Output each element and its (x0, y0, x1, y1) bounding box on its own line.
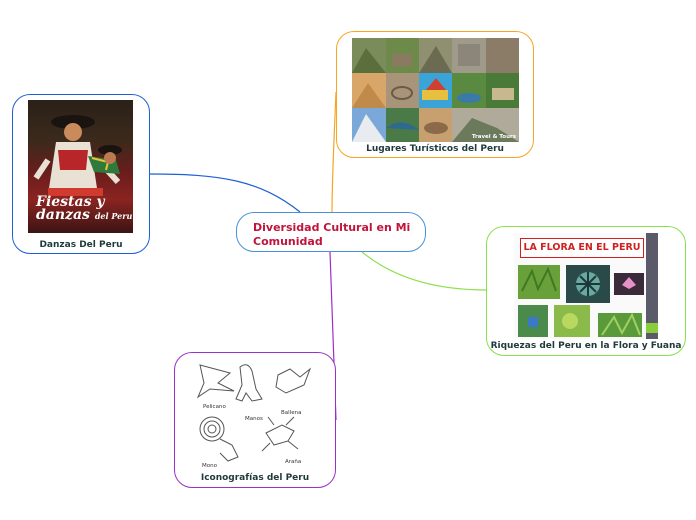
topic-iconografias-caption: Iconografías del Peru (200, 473, 310, 483)
topic-danzas-caption: Danzas Del Peru (39, 240, 123, 250)
central-topic[interactable]: Diversidad Cultural en Mi Comunidad (236, 212, 426, 252)
flora-collage-image: LA FLORA EN EL PERU (514, 233, 658, 339)
dancer-figures (33, 115, 122, 196)
collage-watermark: Travel & Tours (471, 134, 516, 140)
topic-lugares-caption: Lugares Turísticos del Peru (366, 144, 504, 154)
poster-title: Fiestas y danzas del Peru (36, 194, 133, 223)
danzas-poster-image: Fiestas y danzas del Peru (28, 100, 133, 233)
branch-flora (361, 251, 487, 291)
topic-lugares[interactable]: Travel & Tours Lugares Turísticos del Pe… (336, 31, 534, 158)
central-topic-label: Diversidad Cultural en Mi Comunidad (253, 221, 411, 248)
lugares-collage-image: Travel & Tours (352, 38, 519, 142)
topic-flora[interactable]: LA FLORA EN EL PERU Riquezas del Peru en… (486, 226, 686, 356)
icon-label-manos: Manos (245, 416, 263, 422)
nazca-line-drawings (196, 364, 312, 462)
tourist-places-collage (352, 38, 519, 142)
branch-danzas (149, 173, 301, 213)
icon-label-arana: Araña (285, 459, 302, 465)
icon-label-pelicano: Pelicano (203, 404, 226, 410)
topic-danzas[interactable]: Fiestas y danzas del Peru Danzas Del Per… (12, 94, 150, 254)
topic-iconografias[interactable]: Pelicano Manos Ballena Mono Araña Iconog… (174, 352, 336, 488)
flora-photos (518, 265, 644, 337)
branch-lugares (331, 91, 337, 213)
flora-banner: LA FLORA EN EL PERU (520, 238, 644, 258)
topic-flora-caption: Riquezas del Peru en la Flora y Fuana (490, 341, 682, 351)
icon-label-ballena: Ballena (281, 410, 302, 416)
flora-side-strip (646, 233, 658, 339)
iconografias-image: Pelicano Manos Ballena Mono Araña (190, 359, 320, 469)
icon-label-mono: Mono (202, 463, 217, 469)
